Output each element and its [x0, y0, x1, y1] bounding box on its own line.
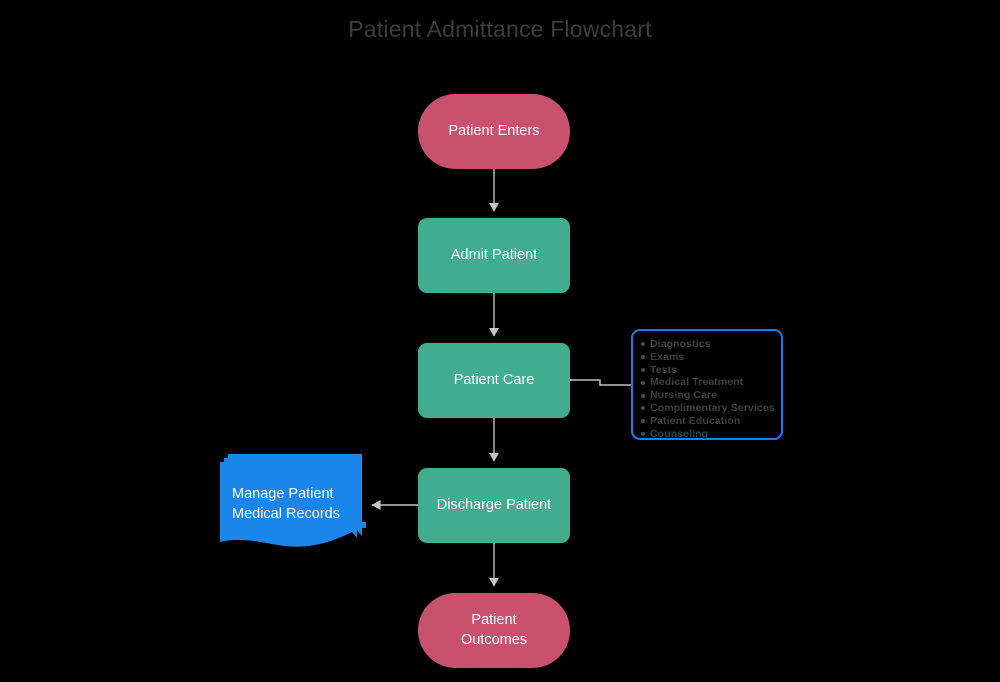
node-label: Manage Patient Medical Records [232, 486, 340, 523]
node-label: Discharge Patient [436, 496, 552, 513]
multi-document-icon [220, 454, 366, 547]
list-item-label: Medical Treatment [650, 376, 744, 389]
node-patient-enters[interactable]: Patient Enters [418, 94, 570, 169]
page-title: Patient Admittance Flowchart [348, 16, 652, 42]
node-admit-patient[interactable]: Admit Patient [418, 218, 570, 293]
list-item-label: Patient Education [650, 414, 741, 427]
bullet-icon [641, 380, 645, 385]
list-item: Medical Treatment [641, 376, 771, 389]
node-discharge-patient[interactable]: Discharge Patient [418, 468, 570, 543]
list-item: Exams [641, 351, 771, 364]
bullet-icon [641, 419, 645, 424]
list-item: Complimentary Services [641, 402, 775, 415]
list-item: Diagnostics [641, 338, 771, 351]
bullet-icon [641, 355, 645, 360]
node-label: Patient Care [453, 371, 535, 388]
list-item: Nursing Care [641, 389, 771, 402]
bullet-icon [641, 431, 645, 436]
list-item: Patient Education [641, 415, 771, 428]
patient-care-activities-panel[interactable]: Diagnostics Exams Tests Medical Treatmen… [631, 329, 783, 440]
bullet-icon [641, 393, 645, 398]
bullet-icon [641, 406, 645, 411]
node-label: Patient Outcomes [460, 611, 528, 648]
bullet-icon [641, 342, 645, 347]
node-label: Admit Patient [450, 246, 538, 263]
list-item-label: Diagnostics [650, 338, 711, 350]
edge-care-to-activities [570, 379, 631, 386]
list-item-label: Complimentary Services [650, 401, 775, 414]
list-item: Counseling [641, 428, 771, 441]
node-manage-patient-medical-records[interactable]: Manage Patient Medical Records [214, 450, 370, 550]
node-label: Patient Enters [448, 122, 540, 139]
list-item: Tests [641, 364, 771, 377]
list-item-label: Exams [650, 350, 685, 363]
bullet-icon [641, 367, 645, 372]
list-item-label: Nursing Care [650, 389, 718, 402]
list-item-label: Tests [650, 363, 678, 376]
node-patient-outcomes[interactable]: Patient Outcomes [418, 593, 570, 668]
node-patient-care[interactable]: Patient Care [418, 343, 570, 418]
list-item-label: Counseling [650, 427, 709, 440]
